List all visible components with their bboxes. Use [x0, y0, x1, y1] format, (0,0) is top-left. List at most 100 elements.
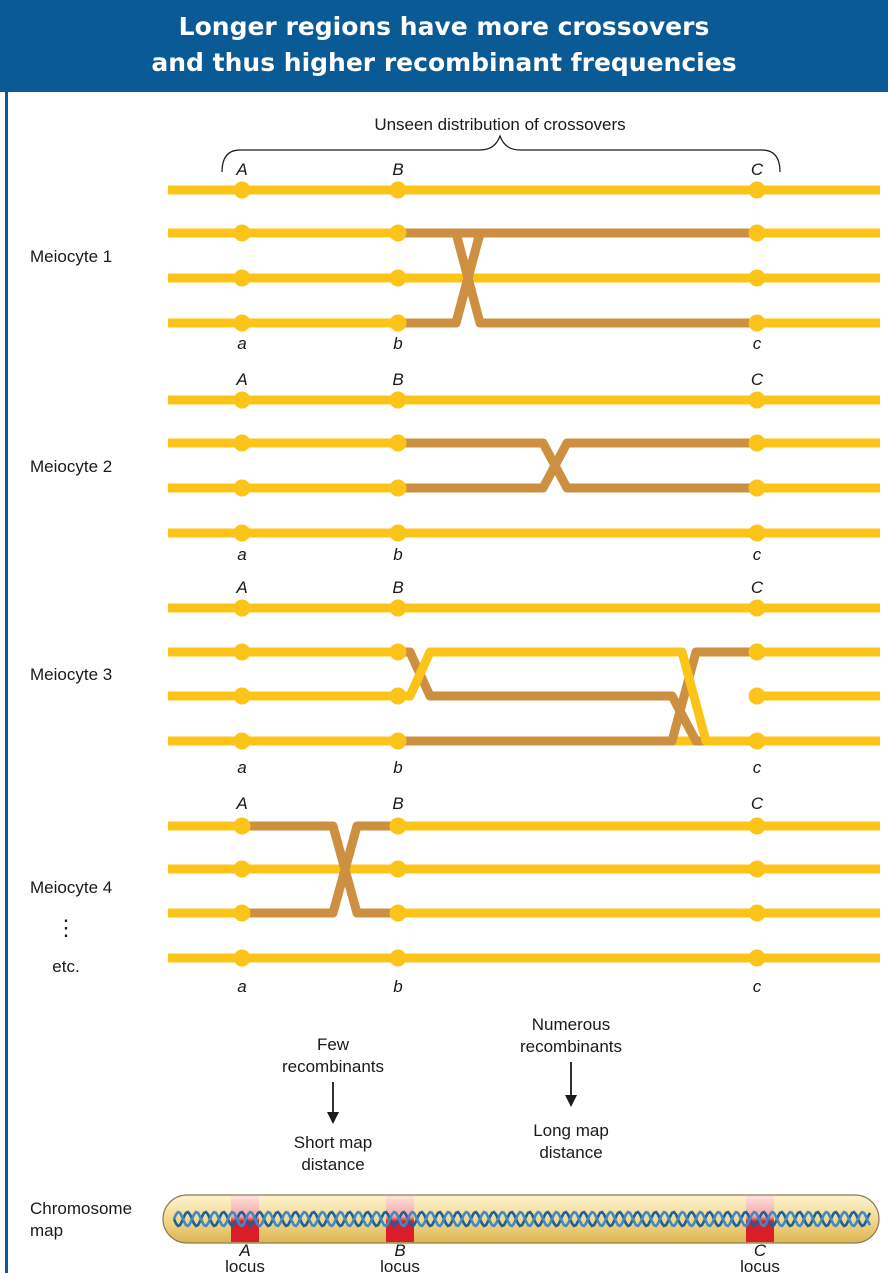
locus-dot-m4-r3-2 — [748, 904, 766, 922]
chromosome-map-label-1: Chromosome — [30, 1199, 132, 1218]
locus-dot-m3-r1-2 — [748, 599, 766, 617]
locus-dot-m4-r2-1 — [389, 860, 407, 878]
locus-dot-m1-r2-1 — [389, 224, 407, 242]
locus-dot-m1-r1-0 — [233, 181, 251, 199]
map-locus-letter-0: A — [238, 1241, 250, 1260]
locus-dot-m1-r4-0 — [233, 314, 251, 332]
allele-upper-m3-2: C — [751, 578, 764, 597]
locus-dot-m1-r3-2 — [748, 269, 766, 287]
allele-lower-m1-2: c — [753, 334, 762, 353]
locus-dot-m4-r4-2 — [748, 949, 766, 967]
allele-upper-m3-1: B — [392, 578, 403, 597]
locus-dot-m4-r3-1 — [389, 904, 407, 922]
allele-lower-m4-0: a — [237, 977, 246, 996]
allele-lower-m3-0: a — [237, 758, 246, 777]
meiocyte-4-label: Meiocyte 4 — [30, 878, 112, 897]
meiocyte-1-label: Meiocyte 1 — [30, 247, 112, 266]
locus-dot-m3-r4-2 — [748, 732, 766, 750]
recombinant-strand-yellow — [398, 647, 880, 746]
locus-dot-m1-r2-2 — [748, 224, 766, 242]
meiocyte-3-label: Meiocyte 3 — [30, 665, 112, 684]
chromosome-map — [162, 1194, 880, 1244]
locus-dot-m4-r4-0 — [233, 949, 251, 967]
locus-dot-m3-r4-1 — [389, 732, 407, 750]
allele-lower-m4-1: b — [393, 977, 402, 996]
short-map-1: Short map — [294, 1133, 372, 1152]
meiocyte-2-label: Meiocyte 2 — [30, 457, 112, 476]
allele-upper-m1-0: A — [235, 160, 247, 179]
recombinant-strand-brown-2 — [398, 647, 757, 746]
locus-dot-m1-r3-0 — [233, 269, 251, 287]
allele-lower-m1-0: a — [237, 334, 246, 353]
left-rule — [5, 92, 8, 1273]
long-map-1: Long map — [533, 1121, 609, 1140]
allele-lower-m3-1: b — [393, 758, 402, 777]
title-banner: Longer regions have more crossovers and … — [0, 0, 888, 92]
locus-dot-m2-r1-2 — [748, 391, 766, 409]
diagram-labels: Meiocyte 1 Meiocyte 2 Meiocyte 3 Meiocyt… — [30, 160, 764, 1240]
locus-dot-m2-r1-0 — [233, 391, 251, 409]
locus-dot-m2-r3-1 — [389, 479, 407, 497]
locus-dot-m3-r4-0 — [233, 732, 251, 750]
locus-dot-m3-r1-1 — [389, 599, 407, 617]
title-line-2: and thus higher recombinant frequencies — [151, 48, 737, 77]
allele-lower-m4-2: c — [753, 977, 762, 996]
allele-upper-m1-1: B — [392, 160, 403, 179]
allele-upper-m4-2: C — [751, 794, 764, 813]
map-locus-word-1: locus — [380, 1257, 420, 1273]
numerous-arrowhead — [565, 1095, 577, 1107]
allele-upper-m2-2: C — [751, 370, 764, 389]
locus-dot-m3-r3-1 — [389, 687, 407, 705]
ellipsis: ⋮ — [55, 915, 77, 940]
allele-upper-m1-2: C — [751, 160, 764, 179]
locus-dot-m2-r3-0 — [233, 479, 251, 497]
locus-dot-m3-r3-0 — [233, 687, 251, 705]
allele-lower-m1-1: b — [393, 334, 402, 353]
allele-lower-m2-1: b — [393, 545, 402, 564]
recombinant-strand-2 — [242, 821, 398, 918]
locus-dot-m4-r2-0 — [233, 860, 251, 878]
chromosome-map-label-2: map — [30, 1221, 63, 1240]
title-line-1: Longer regions have more crossovers — [178, 12, 710, 41]
allele-upper-m4-0: A — [235, 794, 247, 813]
recombinant-strand-2 — [398, 228, 757, 328]
map-locus-word-2: locus — [740, 1257, 780, 1273]
chromosome-bar — [162, 1194, 880, 1244]
locus-dot-m1-r1-2 — [748, 181, 766, 199]
locus-dot-m3-r3-2 — [748, 687, 766, 705]
map-locus-letter-1: B — [394, 1241, 405, 1260]
map-locus-word-0: locus — [225, 1257, 265, 1273]
locus-dot-m4-r1-0 — [233, 817, 251, 835]
etc-label: etc. — [52, 957, 79, 976]
dna-strand-1 — [172, 1210, 872, 1228]
numerous-recombinants-1: Numerous — [532, 1015, 610, 1034]
locus-dot-m2-r2-0 — [233, 434, 251, 452]
locus-dot-m1-r4-2 — [748, 314, 766, 332]
short-map-2: distance — [301, 1155, 364, 1174]
allele-upper-m4-1: B — [392, 794, 403, 813]
few-recombinants-1: Few — [317, 1035, 350, 1054]
allele-lower-m2-2: c — [753, 545, 762, 564]
locus-dot-m2-r3-2 — [748, 479, 766, 497]
allele-upper-m2-0: A — [235, 370, 247, 389]
locus-dot-m2-r2-2 — [748, 434, 766, 452]
locus-dot-m1-r4-1 — [389, 314, 407, 332]
brace-label: Unseen distribution of crossovers — [374, 115, 625, 134]
recombinant-strand-1 — [398, 438, 757, 493]
locus-dot-m4-r4-1 — [389, 949, 407, 967]
locus-dot-m3-r2-1 — [389, 643, 407, 661]
recombinant-strand-2 — [398, 438, 757, 493]
locus-dot-m4-r2-2 — [748, 860, 766, 878]
allele-lower-m2-0: a — [237, 545, 246, 564]
locus-dot-m2-r4-2 — [748, 524, 766, 542]
locus-dot-m4-r1-1 — [389, 817, 407, 835]
allele-lower-m3-2: c — [753, 758, 762, 777]
locus-dot-m4-r3-0 — [233, 904, 251, 922]
brace — [221, 134, 781, 173]
few-recombinants-2: recombinants — [282, 1057, 384, 1076]
dna-helix — [172, 1210, 872, 1228]
chromatid-lines — [168, 181, 880, 967]
locus-dot-m2-r2-1 — [389, 434, 407, 452]
